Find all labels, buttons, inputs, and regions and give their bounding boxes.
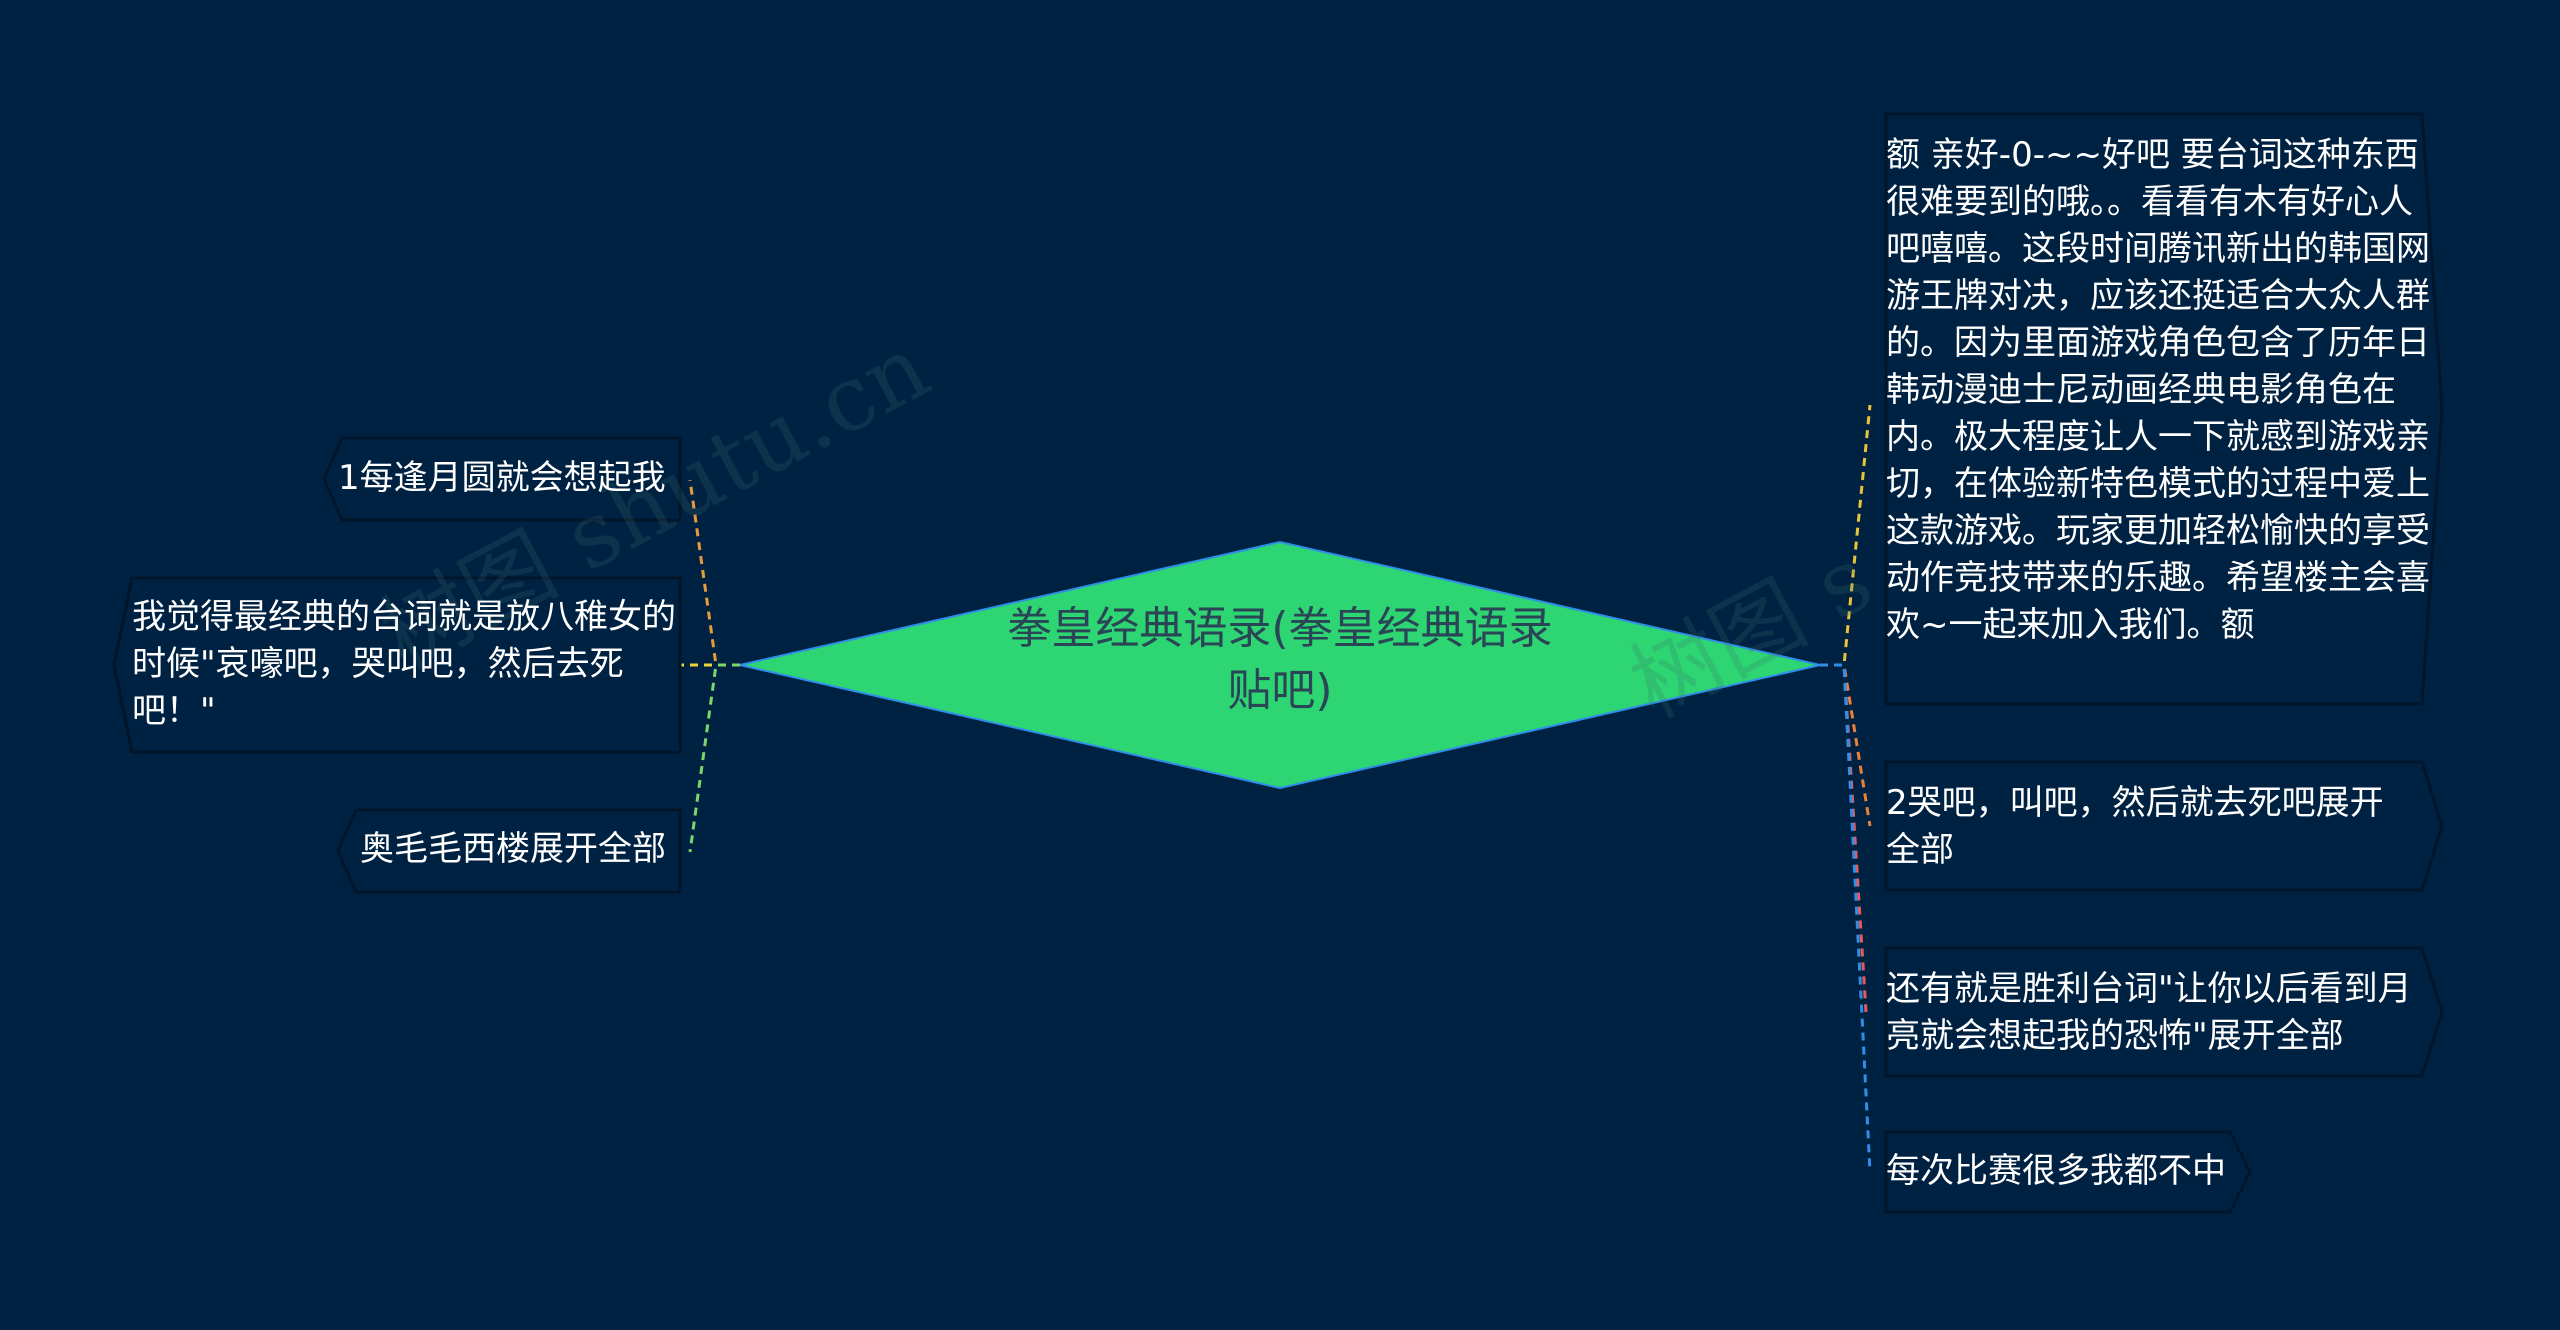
left-node-2-text: 我觉得最经典的台词就是放八稚女的时候"哀嚎吧，哭叫吧，然后去死吧！" [132,597,676,731]
connector-right-3 [1820,663,1868,1013]
right-node-2-shape[interactable] [1884,760,2444,892]
right-node-4-shape[interactable] [1884,1130,2252,1214]
connector-left-3 [688,663,740,853]
right-node-3-shape[interactable] [1884,946,2444,1078]
center-node-label: 拳皇经典语录(拳皇经典语录贴吧) [1007,603,1553,716]
connector-right-4 [1820,663,1872,1173]
connector-left-1 [688,479,740,667]
left-node-1-text: 1每逢月圆就会想起我 [338,458,666,498]
right-node-4-text: 每次比赛很多我都不中 [1886,1151,2226,1191]
left-node-3-shape[interactable] [336,808,682,894]
right-node-1-text: 额 亲好-0-~~好吧 要台词这种东西很难要到的哦。。看看有木有好心人吧嘻嘻。这… [1886,135,2430,645]
right-node-3-text: 还有就是胜利台词"让你以后看到月亮就会想起我的恐怖"展开全部 [1886,969,2412,1056]
right-node-1-shape[interactable] [1884,112,2444,706]
connector-right-1 [1820,404,1872,667]
right-node-2-text: 2哭吧，叫吧，然后就去死吧展开全部 [1886,783,2384,870]
left-node-2-shape[interactable] [112,576,682,754]
left-node-1-shape[interactable] [322,436,682,522]
left-node-3-text: 奥毛毛西楼展开全部 [360,829,666,869]
